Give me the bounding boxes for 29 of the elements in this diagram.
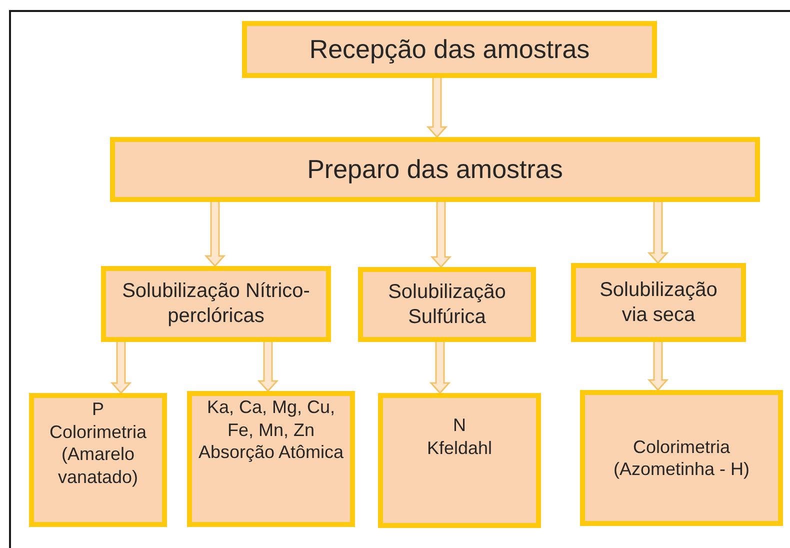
box-text: Recepção das amostras bbox=[309, 33, 590, 66]
box-text: Kfeldahl bbox=[426, 436, 492, 459]
hollow-arrow bbox=[647, 201, 669, 264]
process-box bbox=[358, 267, 536, 342]
box-text: N bbox=[453, 414, 466, 436]
box-text: Solubilização Sulfúrica bbox=[387, 280, 507, 330]
process-box bbox=[242, 21, 657, 78]
process-box bbox=[580, 390, 783, 526]
box-text: Solubilização via seca bbox=[598, 278, 718, 328]
process-box bbox=[101, 266, 331, 342]
box-text: Ka, Ca, Mg, Cu, Fe, Mn, Zn bbox=[206, 396, 336, 441]
hollow-arrow bbox=[647, 341, 669, 392]
process-box bbox=[110, 137, 760, 202]
box-text: Colorimetria (Azometinha - H) bbox=[612, 436, 751, 480]
box-text: Solubilização Nítrico-perclóricas bbox=[121, 279, 311, 329]
process-box bbox=[187, 391, 355, 527]
hollow-arrow bbox=[426, 77, 448, 138]
process-box bbox=[378, 393, 541, 528]
hollow-arrow bbox=[429, 341, 451, 394]
hollow-arrow bbox=[430, 201, 452, 268]
box-text: Colorimetria (Amarelo vanatado) bbox=[48, 420, 148, 488]
box-text: Preparo das amostras bbox=[307, 153, 563, 186]
process-box bbox=[571, 263, 746, 342]
box-text: P bbox=[92, 398, 104, 420]
hollow-arrow bbox=[110, 341, 132, 394]
hollow-arrow bbox=[204, 201, 226, 268]
process-box bbox=[29, 393, 167, 527]
box-text: Absorção Atômica bbox=[198, 441, 344, 464]
hollow-arrow bbox=[257, 341, 279, 392]
